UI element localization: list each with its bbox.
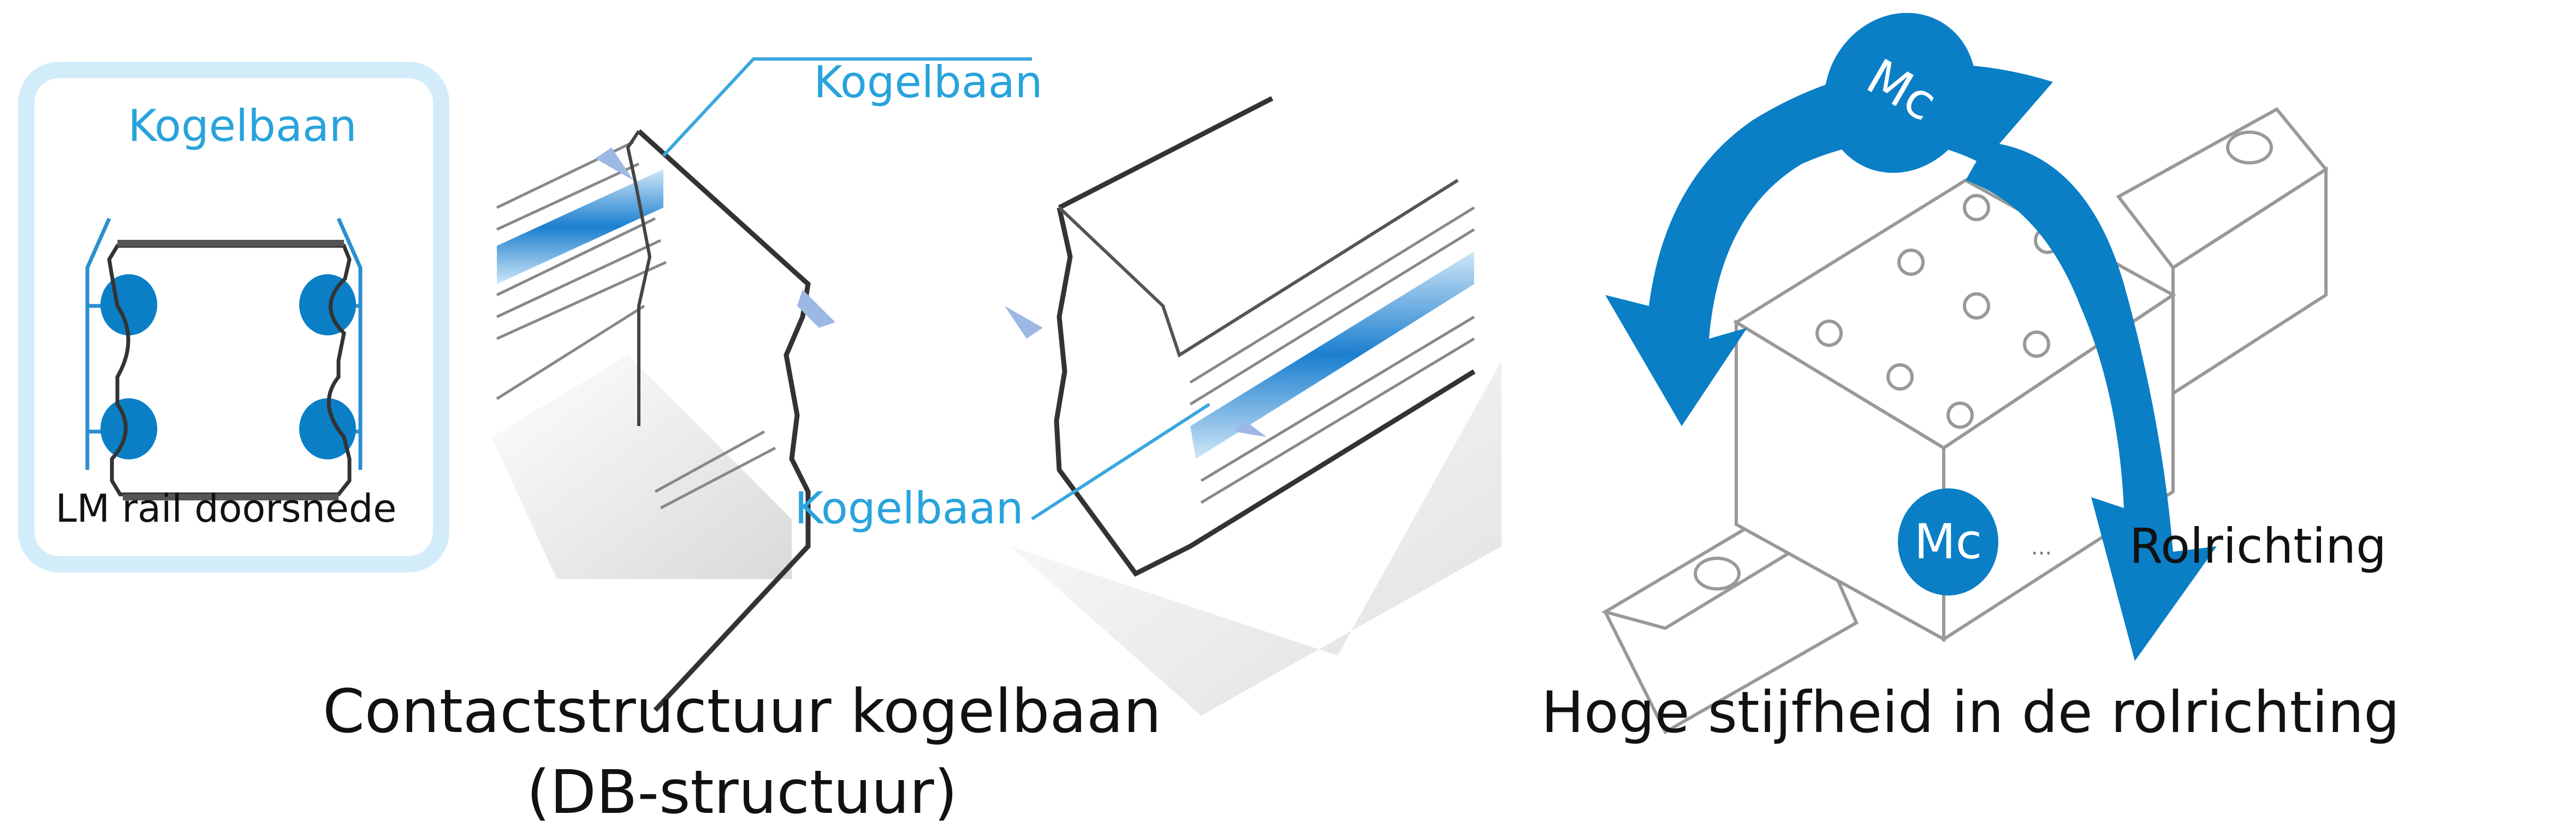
cross-section-kogelbaan-label: Kogelbaan — [128, 101, 357, 151]
caption-db-structure: (DB-structuur) — [526, 757, 957, 827]
legend-dots: ... — [2031, 535, 2052, 560]
mc-legend-badge-icon — [1898, 488, 1998, 595]
arrow-icon — [797, 290, 835, 328]
ball-groove — [497, 169, 663, 284]
ball-icon — [100, 398, 157, 459]
ball-icon — [299, 274, 356, 335]
arrow-icon — [1234, 421, 1267, 437]
arrow-left-curve-icon — [1605, 64, 2053, 427]
cross-section-panel: Kogelbaan LM rail doorsnede — [18, 62, 449, 573]
ball-icons — [100, 274, 356, 459]
legend-rolrichting: Rolrichting — [2129, 518, 2387, 574]
mc-legend-badge: Mc — [1914, 514, 1982, 570]
ball-icon — [100, 274, 157, 335]
kogelbaan-top-label: Kogelbaan — [814, 57, 1042, 108]
arrow-right-curve-icon — [1966, 142, 2217, 661]
kogelbaan-bottom-label: Kogelbaan — [794, 483, 1023, 534]
rail-illustration-right — [1005, 96, 1501, 716]
rolling-moment-arrow: Mc — [1605, 13, 2217, 661]
ball-icon — [299, 398, 356, 459]
leader-line-top — [662, 57, 1032, 157]
rail-profile — [107, 244, 352, 497]
rail-section-label: LM rail doorsnede — [56, 486, 397, 531]
legend: Mc ... Rolrichting — [1898, 488, 2387, 595]
leader-line-bottom — [1031, 403, 1210, 521]
caption-high-stiffness: Hoge stijfheid in de rolrichting — [1541, 679, 2400, 746]
arrow-icon — [595, 147, 633, 180]
caption-contact-structure: Contactstructuur kogelbaan — [323, 676, 1161, 746]
ball-groove — [1190, 251, 1474, 459]
arrow-icon — [1005, 306, 1043, 339]
bracket-left — [85, 217, 111, 470]
rail-illustration-left — [491, 129, 835, 712]
